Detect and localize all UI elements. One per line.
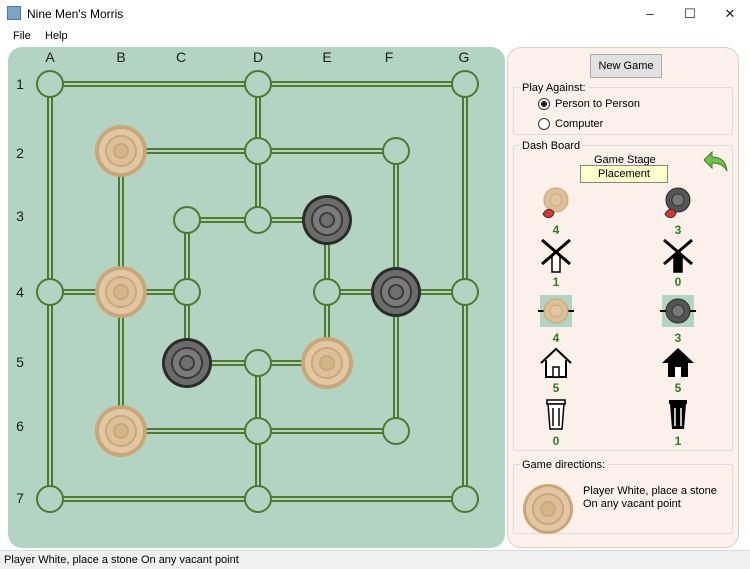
menu-bar: File Help — [0, 27, 750, 47]
row-label-3: 3 — [16, 208, 24, 224]
black-mills-count: 0 — [674, 275, 682, 289]
menu-help[interactable]: Help — [45, 30, 68, 42]
game-directions-group: Game directions: Player White, place a s… — [513, 459, 733, 534]
white-stones-on-board-count: 4 — [552, 331, 560, 345]
white-mills-count: 1 — [552, 275, 560, 289]
board-point-f6[interactable] — [382, 417, 410, 445]
row-label-4: 4 — [16, 284, 24, 300]
white-stones-in-hand-icon — [542, 187, 569, 219]
board-point-d2[interactable] — [244, 137, 272, 165]
window-title: Nine Men's Morris — [27, 7, 124, 21]
maximize-button[interactable]: ☐ — [684, 5, 696, 21]
white-home-icon — [540, 347, 572, 378]
game-stage-label: Game Stage — [594, 154, 656, 166]
play-against-title: Play Against: — [520, 82, 588, 94]
col-label-a: A — [45, 49, 55, 65]
current-player-stone — [523, 484, 573, 534]
black-mill-icon — [663, 238, 693, 273]
white-trash-icon — [546, 399, 566, 430]
col-label-e: E — [322, 49, 332, 65]
dashboard-group: Dash Board Game Stage Placement 4 3 1 — [513, 140, 733, 451]
status-text: Player White, place a stone On any vacan… — [4, 554, 239, 566]
board-point-c4[interactable] — [173, 278, 201, 306]
black-trash-icon — [669, 400, 687, 429]
white-stones-on-board-icon — [538, 295, 574, 327]
board-point-d3[interactable] — [244, 206, 272, 234]
white-removed-count: 0 — [552, 434, 560, 448]
option-person-to-person[interactable]: Person to Person — [538, 98, 640, 110]
col-label-c: C — [175, 49, 187, 65]
title-bar: Nine Men's Morris – ☐ ✕ — [0, 0, 750, 27]
col-label-b: B — [116, 49, 126, 65]
menu-file[interactable]: File — [13, 30, 31, 42]
new-game-button[interactable]: New Game — [590, 54, 662, 78]
white-stone-e5[interactable] — [302, 338, 352, 388]
game-directions-text: Player White, place a stone On any vacan… — [583, 485, 717, 510]
row-label-7: 7 — [16, 490, 24, 506]
board-point-g7[interactable] — [451, 485, 479, 513]
board-point-f2[interactable] — [382, 137, 410, 165]
board-point-g1[interactable] — [451, 70, 479, 98]
board-point-d6[interactable] — [244, 417, 272, 445]
col-label-g: G — [458, 49, 470, 65]
side-panel: New Game Play Against: Person to Person … — [507, 47, 739, 548]
board-lines — [47, 81, 468, 502]
black-stones-in-hand-icon — [664, 187, 691, 219]
white-stones-in-hand-count: 4 — [552, 223, 560, 237]
app-icon — [7, 6, 21, 20]
minimize-button[interactable]: – — [646, 6, 654, 21]
label-person-to-person: Person to Person — [555, 98, 640, 110]
black-removed-count: 1 — [674, 434, 682, 448]
col-label-d: D — [252, 49, 264, 65]
black-home-count: 5 — [674, 381, 682, 395]
row-label-1: 1 — [16, 76, 24, 92]
col-label-f: F — [384, 49, 394, 65]
dashboard-title: Dash Board — [520, 140, 583, 152]
black-stones-in-hand-count: 3 — [674, 223, 682, 237]
board-point-a7[interactable] — [36, 485, 64, 513]
board-point-g4[interactable] — [451, 278, 479, 306]
board-point-a4[interactable] — [36, 278, 64, 306]
white-stone-b4[interactable] — [96, 267, 146, 317]
board-point-e4[interactable] — [313, 278, 341, 306]
status-bar: Player White, place a stone On any vacan… — [0, 550, 750, 569]
radio-person-to-person[interactable] — [538, 98, 550, 110]
board-point-d7[interactable] — [244, 485, 272, 513]
black-stone-c5[interactable] — [162, 338, 212, 388]
row-label-5: 5 — [16, 354, 24, 370]
undo-arrow-icon[interactable] — [702, 148, 730, 176]
radio-computer[interactable] — [538, 118, 550, 130]
label-computer: Computer — [555, 118, 604, 130]
board-point-d1[interactable] — [244, 70, 272, 98]
option-computer[interactable]: Computer — [538, 118, 603, 130]
white-stone-b6[interactable] — [96, 406, 146, 456]
play-against-group: Play Against: Person to Person Computer — [513, 82, 733, 135]
black-stones-on-board-icon — [660, 295, 696, 327]
game-directions-title: Game directions: — [520, 459, 608, 471]
row-label-2: 2 — [16, 145, 24, 161]
game-board: A B C D E F G 1 2 3 4 5 6 7 — [8, 47, 505, 548]
game-stage-value: Placement — [580, 165, 668, 183]
black-stone-e3[interactable] — [302, 195, 352, 245]
row-label-6: 6 — [16, 418, 24, 434]
close-button[interactable]: ✕ — [724, 5, 736, 21]
board-point-a1[interactable] — [36, 70, 64, 98]
board-point-c3[interactable] — [173, 206, 201, 234]
board-point-d5[interactable] — [244, 349, 272, 377]
white-home-count: 5 — [552, 381, 560, 395]
white-stone-b2[interactable] — [96, 126, 146, 176]
black-stones-on-board-count: 3 — [674, 331, 682, 345]
black-home-icon — [662, 348, 694, 377]
black-stone-f4[interactable] — [371, 267, 421, 317]
white-mill-icon — [541, 238, 571, 273]
